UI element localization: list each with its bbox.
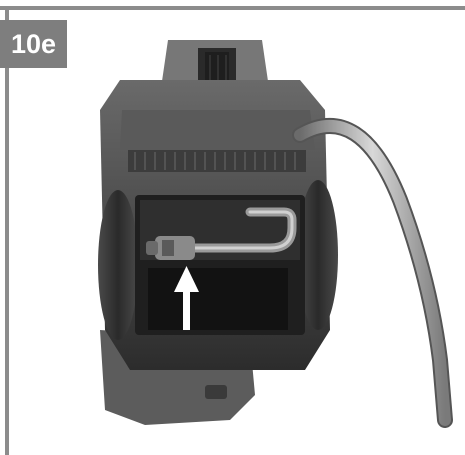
frame-top-border [0,6,465,10]
step-number-badge: 10e [0,20,67,68]
up-arrow-icon [174,266,199,330]
frame-left-border [5,6,9,455]
